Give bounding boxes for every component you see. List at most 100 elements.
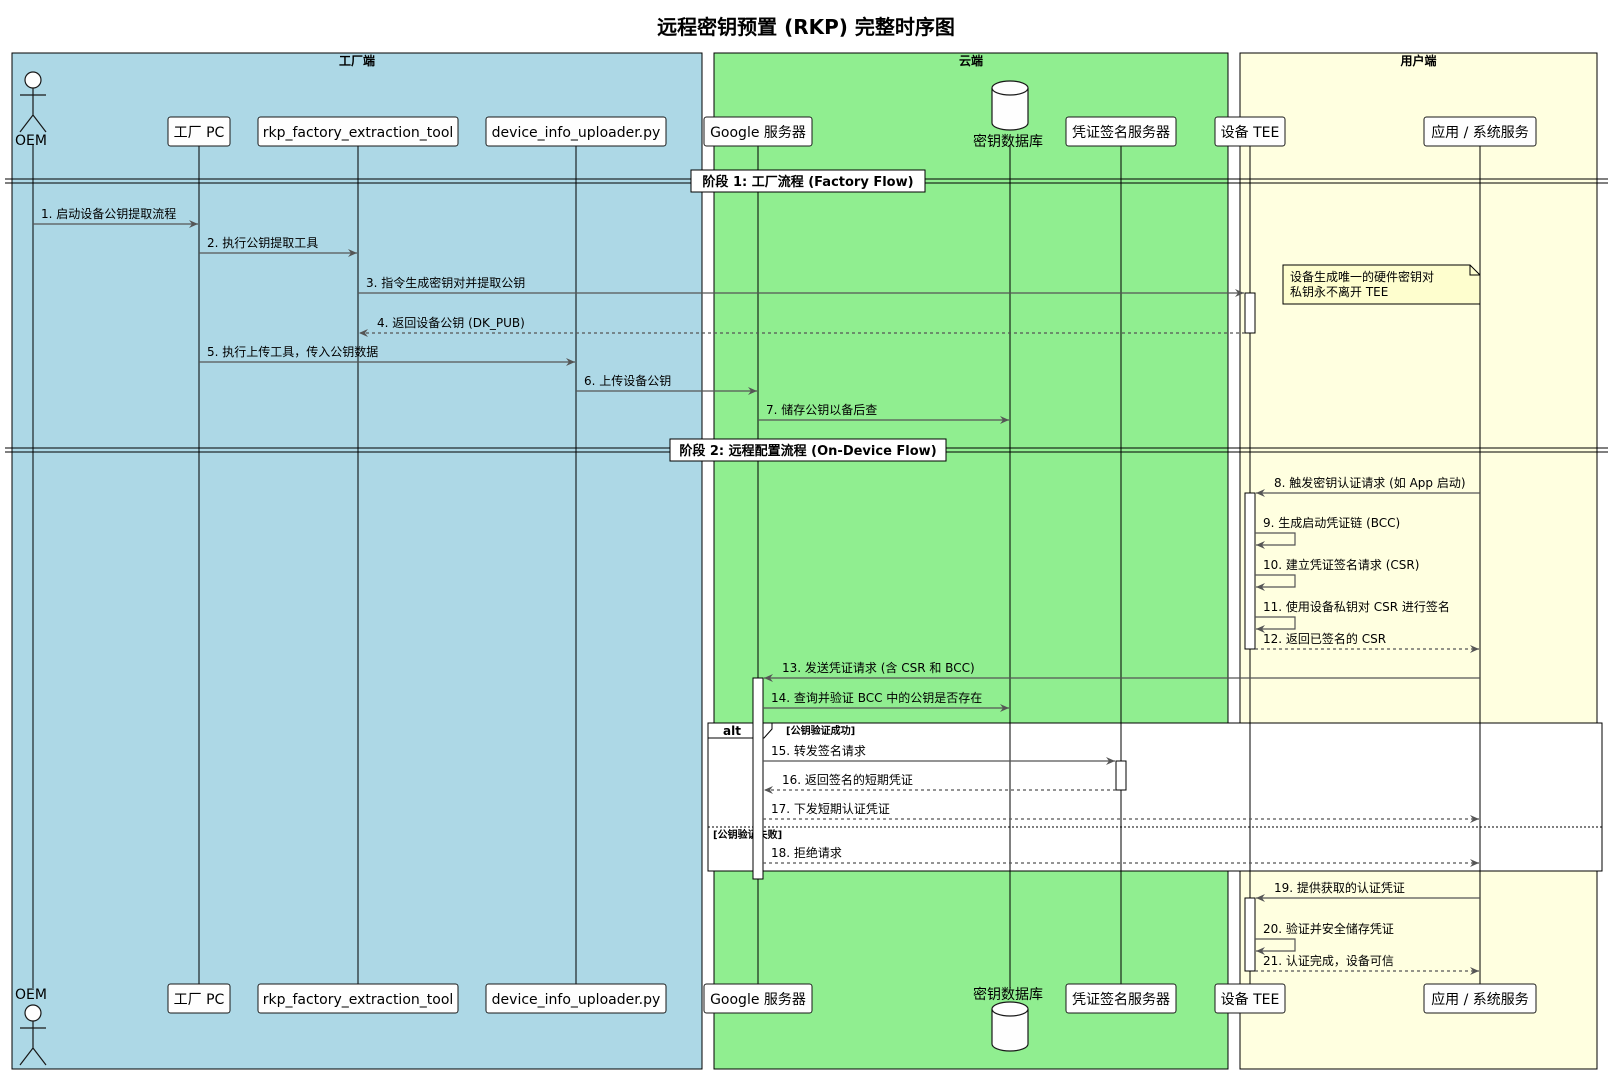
message-arrow	[1255, 616, 1296, 633]
participant-label: OEM	[15, 133, 47, 149]
participant-label: 应用 / 系统服务	[1431, 991, 1529, 1008]
participant-label: 工厂 PC	[174, 125, 225, 141]
participant-pc-top: 工厂 PC	[167, 116, 231, 147]
participant-box	[1214, 116, 1286, 147]
message-arrow	[1255, 574, 1296, 591]
participant-label: 密钥数据库	[973, 986, 1043, 1003]
phase-dividers: 阶段 1: 工厂流程 (Factory Flow)阶段 2: 远程配置流程 (O…	[5, 169, 1608, 462]
message-label: 11. 使用设备私钥对 CSR 进行签名	[1263, 599, 1450, 614]
participant-label: 凭证签名服务器	[1072, 991, 1170, 1008]
message-3: 3. 指令生成密钥对并提取公钥	[358, 275, 1244, 297]
participant-tool-top: rkp_factory_extraction_tool	[257, 116, 459, 147]
message-label: 19. 提供获取的认证凭证	[1274, 880, 1405, 895]
database-icon	[991, 1009, 1029, 1052]
message-label: 16. 返回签名的短期凭证	[782, 772, 913, 787]
message-20: 20. 验证并安全储存凭证	[1255, 921, 1394, 955]
message-8: 8. 触发密钥认证请求 (如 App 启动)	[1256, 475, 1480, 497]
actor-icon	[24, 1004, 42, 1022]
message-label: 15. 转发签名请求	[771, 743, 866, 758]
alt-frame	[707, 722, 1603, 872]
message-label: 1. 启动设备公钥提取流程	[41, 206, 176, 221]
group-boxes: 工厂端云端用户端	[11, 52, 1598, 1070]
message-label: 17. 下发短期认证凭证	[771, 801, 890, 816]
alt-guard-failure: [公钥验证失败]	[713, 828, 782, 841]
message-19: 19. 提供获取的认证凭证	[1256, 880, 1480, 902]
participant-box	[1065, 116, 1177, 147]
message-label: 3. 指令生成密钥对并提取公钥	[366, 275, 525, 290]
participant-label: 设备 TEE	[1221, 124, 1280, 141]
group-label-cloud: 云端	[959, 53, 983, 68]
database-top	[991, 1001, 1029, 1017]
message-18: 18. 拒绝请求	[763, 845, 1479, 867]
participant-box	[1423, 116, 1537, 147]
message-10: 10. 建立凭证签名请求 (CSR)	[1255, 557, 1419, 591]
message-6: 6. 上传设备公钥	[576, 373, 757, 395]
participant-box	[167, 116, 231, 147]
participant-box	[1214, 983, 1286, 1014]
divider-box	[669, 438, 947, 462]
message-label: 2. 执行公钥提取工具	[207, 235, 318, 250]
group-box-cloud	[713, 52, 1229, 1070]
message-label: 10. 建立凭证签名请求 (CSR)	[1263, 557, 1419, 572]
participant-box	[167, 983, 231, 1014]
message-label: 4. 返回设备公钥 (DK_PUB)	[377, 316, 525, 330]
message-label: 20. 验证并安全储存凭证	[1263, 921, 1394, 936]
participant-label: 凭证签名服务器	[1072, 124, 1170, 141]
message-label: 21. 认证完成，设备可信	[1263, 953, 1394, 968]
message-label: 7. 储存公钥以备后查	[766, 402, 877, 417]
message-label: 5. 执行上传工具，传入公钥数据	[207, 344, 378, 359]
message-label: 18. 拒绝请求	[771, 845, 842, 860]
alt-fragment: alt[公钥验证成功][公钥验证失败]	[707, 722, 1603, 872]
participant-label: device_info_uploader.py	[492, 992, 661, 1008]
participant-uploader-top: device_info_uploader.py	[485, 116, 667, 147]
participant-label: 工厂 PC	[174, 992, 225, 1008]
diagram-title: 远程密钥预置 (RKP) 完整时序图	[657, 15, 955, 39]
participant-google-top: Google 服务器	[703, 116, 813, 147]
group-box-factory	[11, 52, 703, 1070]
participant-box	[1065, 983, 1177, 1014]
message-arrow	[1255, 938, 1296, 955]
note-text-line: 设备生成唯一的硬件密钥对	[1290, 269, 1434, 284]
message-15: 15. 转发签名请求	[763, 743, 1115, 765]
group-box-user	[1239, 52, 1598, 1070]
message-label: 9. 生成启动凭证链 (BCC)	[1263, 515, 1400, 530]
participant-label: rkp_factory_extraction_tool	[263, 125, 454, 141]
participant-box	[703, 116, 813, 147]
message-arrow	[1255, 532, 1296, 549]
participant-label: 设备 TEE	[1221, 991, 1280, 1008]
message-4: 4. 返回设备公钥 (DK_PUB)	[359, 316, 1245, 337]
participant-signer-bottom: 凭证签名服务器	[1065, 983, 1177, 1014]
participant-box	[485, 983, 667, 1014]
alt-keyword: alt	[723, 724, 741, 738]
message-16: 16. 返回签名的短期凭证	[764, 772, 1116, 794]
activation-bars-top	[752, 292, 1256, 972]
participant-app-bottom: 应用 / 系统服务	[1423, 983, 1537, 1014]
participant-box	[485, 116, 667, 147]
participant-label: device_info_uploader.py	[492, 125, 661, 141]
activation-tee	[1244, 492, 1256, 650]
participant-db-top: 密钥数据库	[973, 80, 1043, 150]
participant-tee-top: 设备 TEE	[1214, 116, 1286, 147]
message-label: 12. 返回已签名的 CSR	[1263, 631, 1386, 646]
actor-body	[19, 88, 47, 133]
participant-uploader-bottom: device_info_uploader.py	[485, 983, 667, 1014]
message-12: 12. 返回已签名的 CSR	[1255, 631, 1479, 653]
message-5: 5. 执行上传工具，传入公钥数据	[199, 344, 575, 366]
participant-box	[703, 983, 813, 1014]
divider-label: 阶段 1: 工厂流程 (Factory Flow)	[702, 174, 913, 190]
participant-oem-top: OEM	[15, 71, 47, 149]
group-label-user: 用户端	[1399, 53, 1436, 68]
note-text-line: 私钥永不离开 TEE	[1290, 284, 1388, 299]
participant-google-bottom: Google 服务器	[703, 983, 813, 1014]
message-7: 7. 储存公钥以备后查	[758, 402, 1009, 424]
message-label: 8. 触发密钥认证请求 (如 App 启动)	[1274, 475, 1466, 490]
activation-tee	[1244, 292, 1256, 334]
participant-label: OEM	[15, 987, 47, 1003]
participant-label: 密钥数据库	[973, 133, 1043, 150]
actor-icon	[24, 71, 42, 89]
participant-box	[257, 983, 459, 1014]
message-11: 11. 使用设备私钥对 CSR 进行签名	[1255, 599, 1450, 633]
activation-signer	[1115, 760, 1127, 791]
participant-pc-bottom: 工厂 PC	[167, 983, 231, 1014]
